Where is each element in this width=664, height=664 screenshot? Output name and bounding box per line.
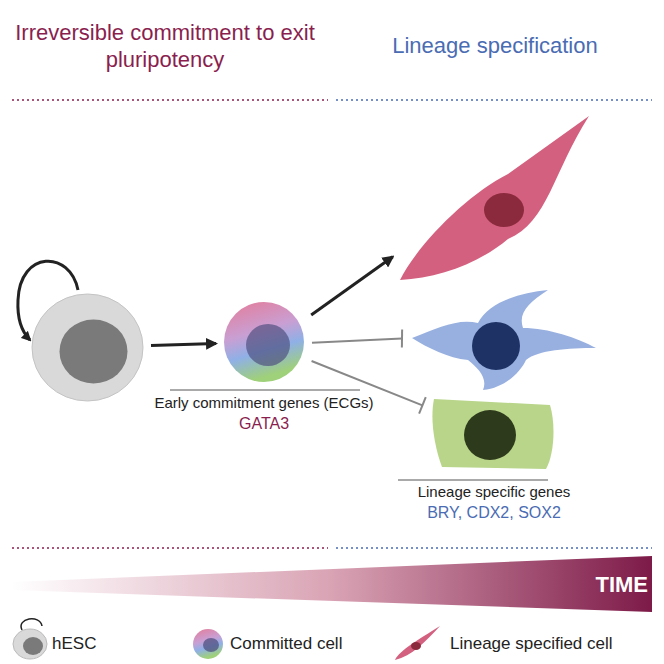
cell-nucleus [464, 410, 516, 460]
arrow-connector [151, 343, 216, 345]
cell-body [400, 116, 589, 280]
hesc-icon [13, 629, 47, 659]
connector-line [151, 343, 216, 345]
section-header: Irreversible commitment to exit pluripot… [10, 19, 320, 74]
committed-icon [203, 638, 219, 652]
legend-text: hESC [52, 634, 96, 654]
connector-line [312, 339, 402, 343]
cell-nucleus [484, 193, 524, 227]
committed-cell: Early commitment genes (ECGs)GATA3 [222, 300, 306, 384]
cell-shape [428, 395, 560, 473]
separator [336, 547, 652, 549]
lineage-cell [408, 288, 598, 392]
separator [12, 547, 328, 549]
cell-nucleus [472, 322, 520, 370]
lineage-cell [398, 112, 593, 284]
inhibition-bar [419, 397, 426, 414]
cell-shape [30, 290, 145, 405]
cell-nucleus [246, 324, 290, 366]
inhibition-connector [312, 330, 402, 348]
underline [398, 480, 548, 481]
cell-body [224, 302, 304, 382]
committed-icon [193, 629, 223, 659]
underline [170, 390, 360, 391]
gene-list: BRY, CDX2, SOX2 [427, 504, 561, 522]
arrow-connector [311, 257, 393, 315]
separator [12, 99, 328, 101]
cell-body [412, 290, 596, 390]
section-header: Lineage specification [345, 32, 645, 60]
gene-heading: Early commitment genes (ECGs) [154, 394, 373, 411]
lineage-icon [395, 626, 440, 660]
hesc-icon [21, 619, 42, 630]
cell-body [32, 294, 143, 401]
gene-list: GATA3 [239, 415, 289, 433]
cell-shape [222, 300, 306, 384]
inhibition-bar [401, 330, 403, 348]
connector-line [311, 257, 393, 315]
cell-shape [398, 112, 593, 284]
lineage-cell: Lineage specific genesBRY, CDX2, SOX2 [428, 395, 560, 473]
lineage-icon [411, 642, 421, 650]
cell-shape [408, 288, 598, 392]
separator [336, 99, 652, 101]
cell-nucleus [60, 320, 128, 384]
gene-heading: Lineage specific genes [418, 483, 571, 500]
hesc-icon [23, 637, 43, 655]
cell-body [432, 399, 553, 469]
time-wedge [12, 556, 652, 612]
time-label: TIME [548, 571, 648, 599]
legend-text: Lineage specified cell [450, 634, 613, 654]
hesc-cell [30, 290, 145, 405]
legend-text: Committed cell [230, 634, 342, 654]
